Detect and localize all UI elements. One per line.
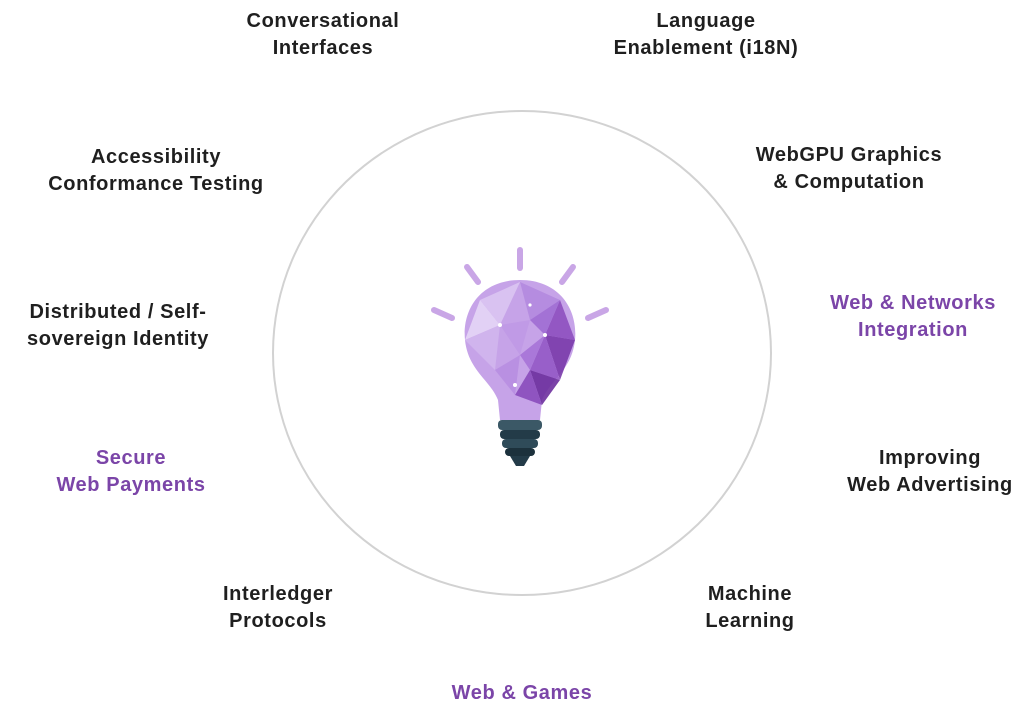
topic-line: Web Advertising <box>847 474 1013 496</box>
topic-interledger: Interledger Protocols <box>223 581 333 635</box>
topic-web-games: Web & Games <box>452 680 593 707</box>
topic-line: Machine <box>707 583 793 605</box>
topic-accessibility-testing: Accessibility Conformance Testing <box>48 144 264 198</box>
topic-line: Integration <box>858 319 968 341</box>
topic-machine-learning: Machine Learning <box>705 581 794 635</box>
topic-line: Distributed / Self- <box>29 301 207 323</box>
topic-conversational-interfaces: Conversational Interfaces <box>247 8 400 62</box>
topic-line: Conformance Testing <box>48 173 264 195</box>
topic-line: & Computation <box>773 171 925 193</box>
topic-line: Accessibility <box>90 146 222 168</box>
topic-line: Conversational <box>246 10 400 32</box>
topic-line: Improving <box>878 447 982 469</box>
topic-line: Interledger <box>223 583 333 605</box>
topic-line: Web & Games <box>451 682 593 704</box>
topic-webgpu: WebGPU Graphics & Computation <box>756 142 942 196</box>
topic-line: Web & Networks <box>830 292 996 314</box>
topic-line: Web Payments <box>56 474 206 496</box>
topic-line: Language <box>656 10 756 32</box>
topic-self-sovereign-identity: Distributed / Self- sovereign Identity <box>27 299 209 353</box>
lightbulb-icon <box>431 247 609 466</box>
topic-line: Protocols <box>229 610 327 632</box>
topic-line: Interfaces <box>272 37 374 59</box>
topic-language-enablement: Language Enablement (i18N) <box>614 8 799 62</box>
topic-line: sovereign Identity <box>27 328 209 350</box>
topic-line: Enablement (i18N) <box>613 37 799 59</box>
topic-web-payments: Secure Web Payments <box>56 445 205 499</box>
center-circle <box>272 110 772 596</box>
topic-line: Secure <box>95 447 167 469</box>
topic-web-advertising: Improving Web Advertising <box>847 445 1013 499</box>
topic-web-networks: Web & Networks Integration <box>830 290 996 344</box>
topic-line: Learning <box>705 610 795 632</box>
topic-line: WebGPU Graphics <box>755 144 943 166</box>
